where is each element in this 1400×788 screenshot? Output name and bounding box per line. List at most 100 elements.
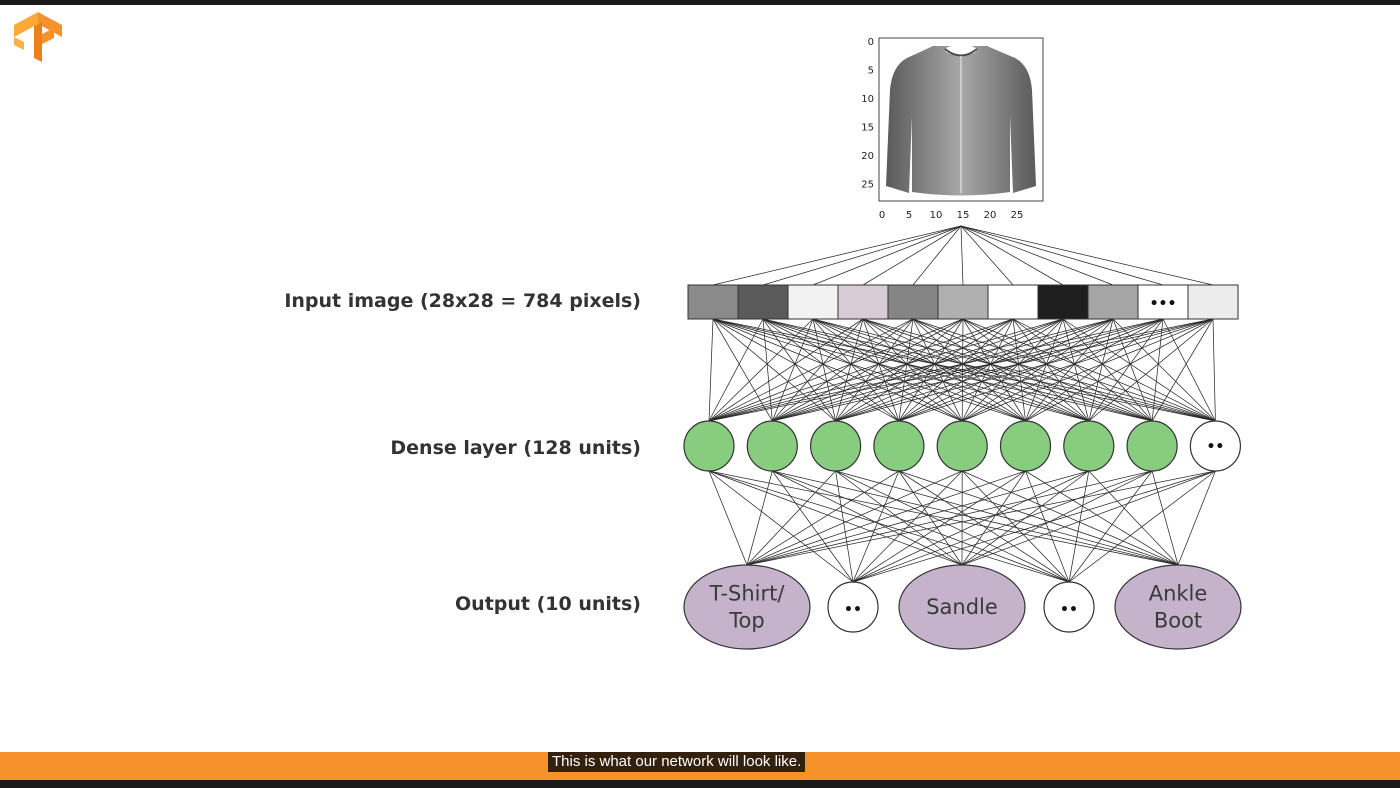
connection-line <box>835 470 854 583</box>
connection-line <box>762 318 1153 422</box>
connection-line <box>898 470 1070 583</box>
connection-line <box>771 470 854 583</box>
connection-line <box>772 318 1064 422</box>
top-frame-bar <box>0 0 1400 5</box>
dense-layer-units: •• <box>683 420 1242 472</box>
connection-line <box>772 318 1014 422</box>
connection-line <box>746 470 963 566</box>
connection-line <box>1088 318 1214 422</box>
connection-line <box>746 470 836 566</box>
dense-unit <box>873 420 925 472</box>
output-unit <box>898 564 1026 650</box>
output-unit-label: Ankle <box>1149 582 1208 606</box>
connection-line <box>772 470 1070 583</box>
connection-line <box>852 470 1089 583</box>
connection-line <box>898 318 1214 422</box>
connection-line <box>1177 470 1216 566</box>
connection-line <box>862 318 1153 422</box>
connection-line <box>835 318 1214 422</box>
connection-line <box>1025 318 1214 422</box>
connection-line <box>912 318 1153 422</box>
connection-line <box>771 318 814 422</box>
output-unit-label: •• <box>1060 602 1078 618</box>
connection-line <box>708 318 964 422</box>
y-tick-label: 15 <box>861 123 874 134</box>
connection-line <box>835 318 1164 422</box>
connection-line <box>898 318 1114 422</box>
connection-line <box>772 318 864 422</box>
connection-line <box>835 318 914 422</box>
connection-line <box>772 318 964 422</box>
connection-line <box>835 470 1070 583</box>
connection-line <box>812 225 962 286</box>
input-pixel-cell <box>737 284 789 320</box>
connection-line <box>961 470 1216 566</box>
connection-line <box>960 225 1014 286</box>
connection-line <box>772 318 914 422</box>
connection-line <box>1112 318 1216 422</box>
connection-line <box>708 318 1064 422</box>
connection-line <box>962 318 1214 422</box>
connection-line <box>708 318 1114 422</box>
y-tick-label: 5 <box>868 66 874 77</box>
connection-line <box>712 318 836 422</box>
output-unit-label: T-Shirt/ <box>709 582 786 606</box>
connection-line <box>898 470 963 566</box>
connection-line <box>708 318 1014 422</box>
connection-line <box>772 470 963 566</box>
input-layer-label: Input image (28x28 = 784 pixels) <box>284 290 641 312</box>
connection-line <box>772 318 1164 422</box>
connection-line <box>772 318 1214 422</box>
connection-line <box>862 318 900 422</box>
connection-line <box>746 470 773 566</box>
connection-line <box>712 318 963 422</box>
connection-line <box>960 225 964 286</box>
dense-unit <box>683 420 735 472</box>
connection-line <box>746 470 1089 566</box>
connection-line <box>762 318 836 422</box>
dense-unit <box>936 420 988 472</box>
connection-line <box>962 470 1179 566</box>
input-pixel-cell <box>987 284 1039 320</box>
dense-unit <box>999 420 1052 472</box>
connection-line <box>835 318 864 422</box>
connection-line <box>708 470 1070 583</box>
connection-line <box>762 225 962 286</box>
connection-line <box>746 470 1026 566</box>
output-unit <box>1114 564 1242 650</box>
y-tick-label: 25 <box>861 180 874 191</box>
connection-line <box>712 318 1026 422</box>
connection-line <box>708 318 764 422</box>
connection-line <box>835 318 1014 422</box>
dense-unit <box>1189 420 1242 472</box>
connection-line <box>712 318 900 422</box>
connection-line <box>898 318 1164 422</box>
input-pixel-cell <box>837 284 889 320</box>
connection-line <box>960 225 1064 286</box>
tensorflow-logo-icon <box>14 12 62 62</box>
connection-line <box>1012 318 1153 422</box>
connection-line <box>862 318 1089 422</box>
y-tick-label: 20 <box>861 151 874 162</box>
input-pixel-cell <box>1187 284 1239 320</box>
input-pixel-cell <box>787 284 839 320</box>
connection-line <box>862 225 962 286</box>
connection-line <box>746 470 900 566</box>
connection-line <box>852 470 1216 583</box>
connection-line <box>1068 470 1216 583</box>
connection-line <box>712 225 962 286</box>
connection-line <box>746 470 1216 566</box>
output-layer-label: Output (10 units) <box>455 593 641 615</box>
connection-line <box>961 470 1153 566</box>
connection-line <box>708 470 1179 566</box>
input-pixel-cell <box>1087 284 1139 320</box>
bottom-frame-bar <box>0 780 1400 788</box>
input-pixel-cell <box>1137 284 1189 320</box>
connection-line <box>712 318 773 422</box>
x-tick-label: 0 <box>879 210 885 221</box>
input-pixel-ellipsis: ••• <box>1150 296 1177 312</box>
connection-line <box>960 225 1214 286</box>
connection-line <box>898 318 964 422</box>
